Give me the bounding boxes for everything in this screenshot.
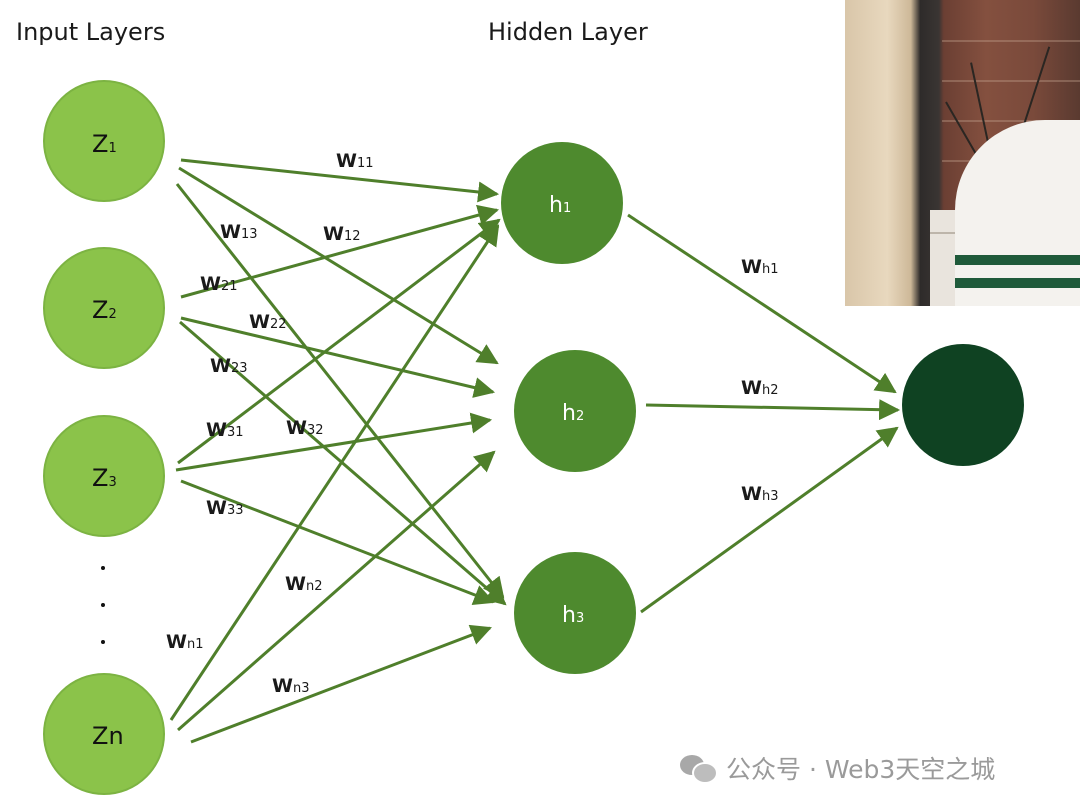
- hidden-node-h1: h1: [501, 142, 623, 264]
- svg-text:h1: h1: [549, 193, 571, 218]
- edge-z2-h2: [180, 316, 496, 398]
- weight-wh1: Wh1: [741, 256, 778, 278]
- edge-z1-h1: [180, 158, 500, 203]
- edge-zn-h2: [177, 450, 496, 732]
- weight-labels: W11 W12 W13 W21 W22 W23 W31 W32 W33 Wn1 …: [166, 150, 778, 697]
- weight-w21: W21: [200, 273, 238, 295]
- input-node-zn: Zn: [43, 673, 165, 795]
- presenter-webcam: [845, 0, 1080, 306]
- edge-h3-out: [640, 426, 899, 614]
- input-layer: Z1 Z2 Z3 Zn: [43, 80, 165, 795]
- svg-text:Z1: Z1: [92, 130, 117, 158]
- input-node-z1: Z1: [43, 80, 165, 202]
- edge-zn-h3: [190, 624, 492, 744]
- presenter: [955, 120, 1080, 306]
- weight-wn3: Wn3: [272, 675, 309, 697]
- hidden-node-h2: h2: [514, 350, 636, 472]
- edge-z3-h1: [177, 218, 501, 465]
- wechat-icon: [680, 753, 718, 784]
- weight-w22: W22: [249, 311, 287, 333]
- edge-h2-out: [645, 399, 901, 421]
- watermark: 公众号 · Web3天空之城: [680, 748, 995, 788]
- input-to-hidden-edges: [169, 158, 507, 744]
- input-layers-title: Input Layers: [16, 18, 165, 46]
- edge-zn-h1: [169, 224, 500, 721]
- hidden-to-output-edges: [627, 213, 901, 614]
- edge-z3-h2: [175, 412, 493, 472]
- svg-text:Zn: Zn: [92, 722, 124, 750]
- weight-w32: W32: [286, 417, 324, 439]
- weight-wn1: Wn1: [166, 631, 203, 653]
- weight-wh2: Wh2: [741, 377, 778, 399]
- weight-wn2: Wn2: [285, 573, 322, 595]
- weight-wh3: Wh3: [741, 483, 778, 505]
- svg-text:h2: h2: [562, 401, 584, 426]
- hidden-layer: h1 h2 h3: [501, 142, 636, 674]
- ellipsis-dots: [101, 566, 105, 644]
- watermark-text: 公众号 · Web3天空之城: [726, 755, 996, 784]
- weight-w23: W23: [210, 355, 248, 377]
- input-node-z2: Z2: [43, 247, 165, 369]
- svg-text:h3: h3: [562, 603, 584, 628]
- hidden-layer-title: Hidden Layer: [488, 18, 648, 46]
- hidden-node-h3: h3: [514, 552, 636, 674]
- weight-w31: W31: [206, 419, 244, 441]
- edge-z3-h3: [180, 479, 495, 605]
- weight-w12: W12: [323, 223, 361, 245]
- edge-z2-h1: [180, 204, 500, 299]
- output-node: [902, 344, 1024, 466]
- edge-z1-h2: [178, 166, 499, 365]
- weight-w33: W33: [206, 497, 244, 519]
- svg-text:Z3: Z3: [92, 464, 117, 492]
- edge-h1-out: [627, 213, 897, 394]
- svg-text:Z2: Z2: [92, 296, 117, 324]
- edge-z1-h3: [175, 183, 505, 599]
- weight-w11: W11: [336, 150, 374, 172]
- input-node-z3: Z3: [43, 415, 165, 537]
- weight-w13: W13: [220, 221, 258, 243]
